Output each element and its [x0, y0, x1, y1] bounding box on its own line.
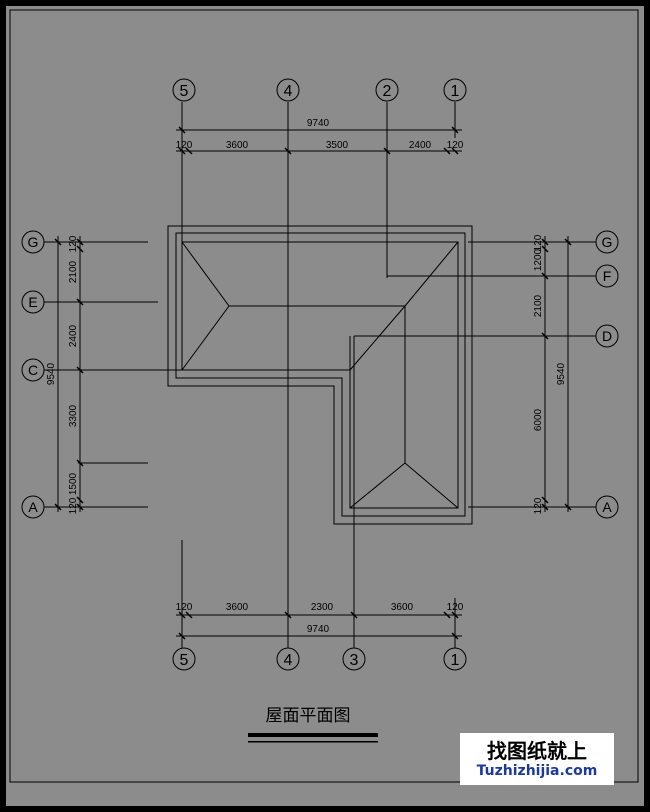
- dim-bottom-seg: 120: [176, 602, 193, 613]
- dim-right-seg: 2100: [533, 294, 544, 317]
- dim-top-seg: 3600: [226, 140, 249, 151]
- axis-label-left: A: [28, 499, 38, 515]
- dimension-texts-top: 9740 120 3600 3500 2400 120: [176, 118, 464, 151]
- axis-label-top: 5: [180, 83, 189, 100]
- dim-bottom-seg: 120: [447, 602, 464, 613]
- logo-text: 找图纸就上: [487, 739, 587, 763]
- axis-label-bottom: 1: [451, 652, 460, 669]
- axis-labels-side: G E C A G F D A: [28, 234, 613, 515]
- axis-label-right: F: [603, 268, 612, 284]
- dim-left-seg: 120: [68, 235, 79, 252]
- axis-label-bottom: 5: [180, 652, 189, 669]
- axis-label-left: G: [28, 234, 39, 250]
- roof-hip-lines: [181, 241, 459, 509]
- axis-label-right: A: [602, 499, 612, 515]
- title-underline-thick: [248, 733, 378, 737]
- axis-label-bottom: 4: [284, 652, 293, 669]
- dim-left-seg: 2100: [68, 260, 79, 283]
- dim-left-total: 9540: [46, 362, 57, 385]
- dim-bottom-total: 9740: [307, 624, 330, 635]
- axis-label-right: D: [602, 328, 612, 344]
- dim-top-seg: 3500: [326, 140, 349, 151]
- dim-top-seg: 2400: [409, 140, 432, 151]
- axis-label-top: 1: [451, 83, 460, 100]
- dimension-texts-bottom: 120 3600 2300 3600 120 9740: [176, 602, 464, 635]
- axis-label-right: G: [602, 234, 613, 250]
- dimension-lines: [57, 129, 569, 637]
- axis-label-bottom: 3: [350, 652, 359, 669]
- dim-bottom-seg: 3600: [391, 602, 414, 613]
- title-underline-thin: [248, 741, 378, 743]
- grid-lines: [44, 102, 596, 648]
- dim-right-seg: 120: [533, 497, 544, 514]
- dim-right-seg: 1200: [533, 248, 544, 271]
- dim-left-seg: 2400: [68, 324, 79, 347]
- axis-bubbles: [21, 78, 619, 671]
- axis-label-top: 4: [284, 83, 293, 100]
- axis-label-left: C: [28, 362, 38, 378]
- dim-right-seg: 6000: [533, 408, 544, 431]
- dim-right-total: 9540: [556, 362, 567, 385]
- dim-left-seg: 1500: [68, 472, 79, 495]
- dim-bottom-seg: 3600: [226, 602, 249, 613]
- dim-left-seg: 3300: [68, 404, 79, 427]
- dim-left-seg: 120: [68, 497, 79, 514]
- dim-bottom-seg: 2300: [311, 602, 334, 613]
- axis-labels: 5 4 2 1 5 4 3 1: [180, 83, 460, 669]
- dimension-ticks: [54, 126, 572, 640]
- dim-top-total: 9740: [307, 118, 330, 129]
- watermark-logo: 找图纸就上 Tuzhizhijia.com: [460, 733, 614, 785]
- sheet-border: [9, 9, 639, 783]
- dim-right-seg: 120: [533, 234, 544, 251]
- dim-top-seg: 120: [176, 140, 193, 151]
- dimension-texts-left: 9540 120 2100 2400 3300 1500 120: [46, 235, 79, 514]
- drawing-sheet: [6, 6, 644, 806]
- dimension-texts-right: 120 1200 2100 6000 120 9540: [533, 234, 567, 514]
- dim-top-seg: 120: [447, 140, 464, 151]
- axis-label-left: E: [28, 294, 37, 310]
- axis-label-top: 2: [383, 83, 392, 100]
- logo-url: Tuzhizhijia.com: [476, 763, 598, 779]
- drawing-title: 屋面平面图: [266, 706, 351, 726]
